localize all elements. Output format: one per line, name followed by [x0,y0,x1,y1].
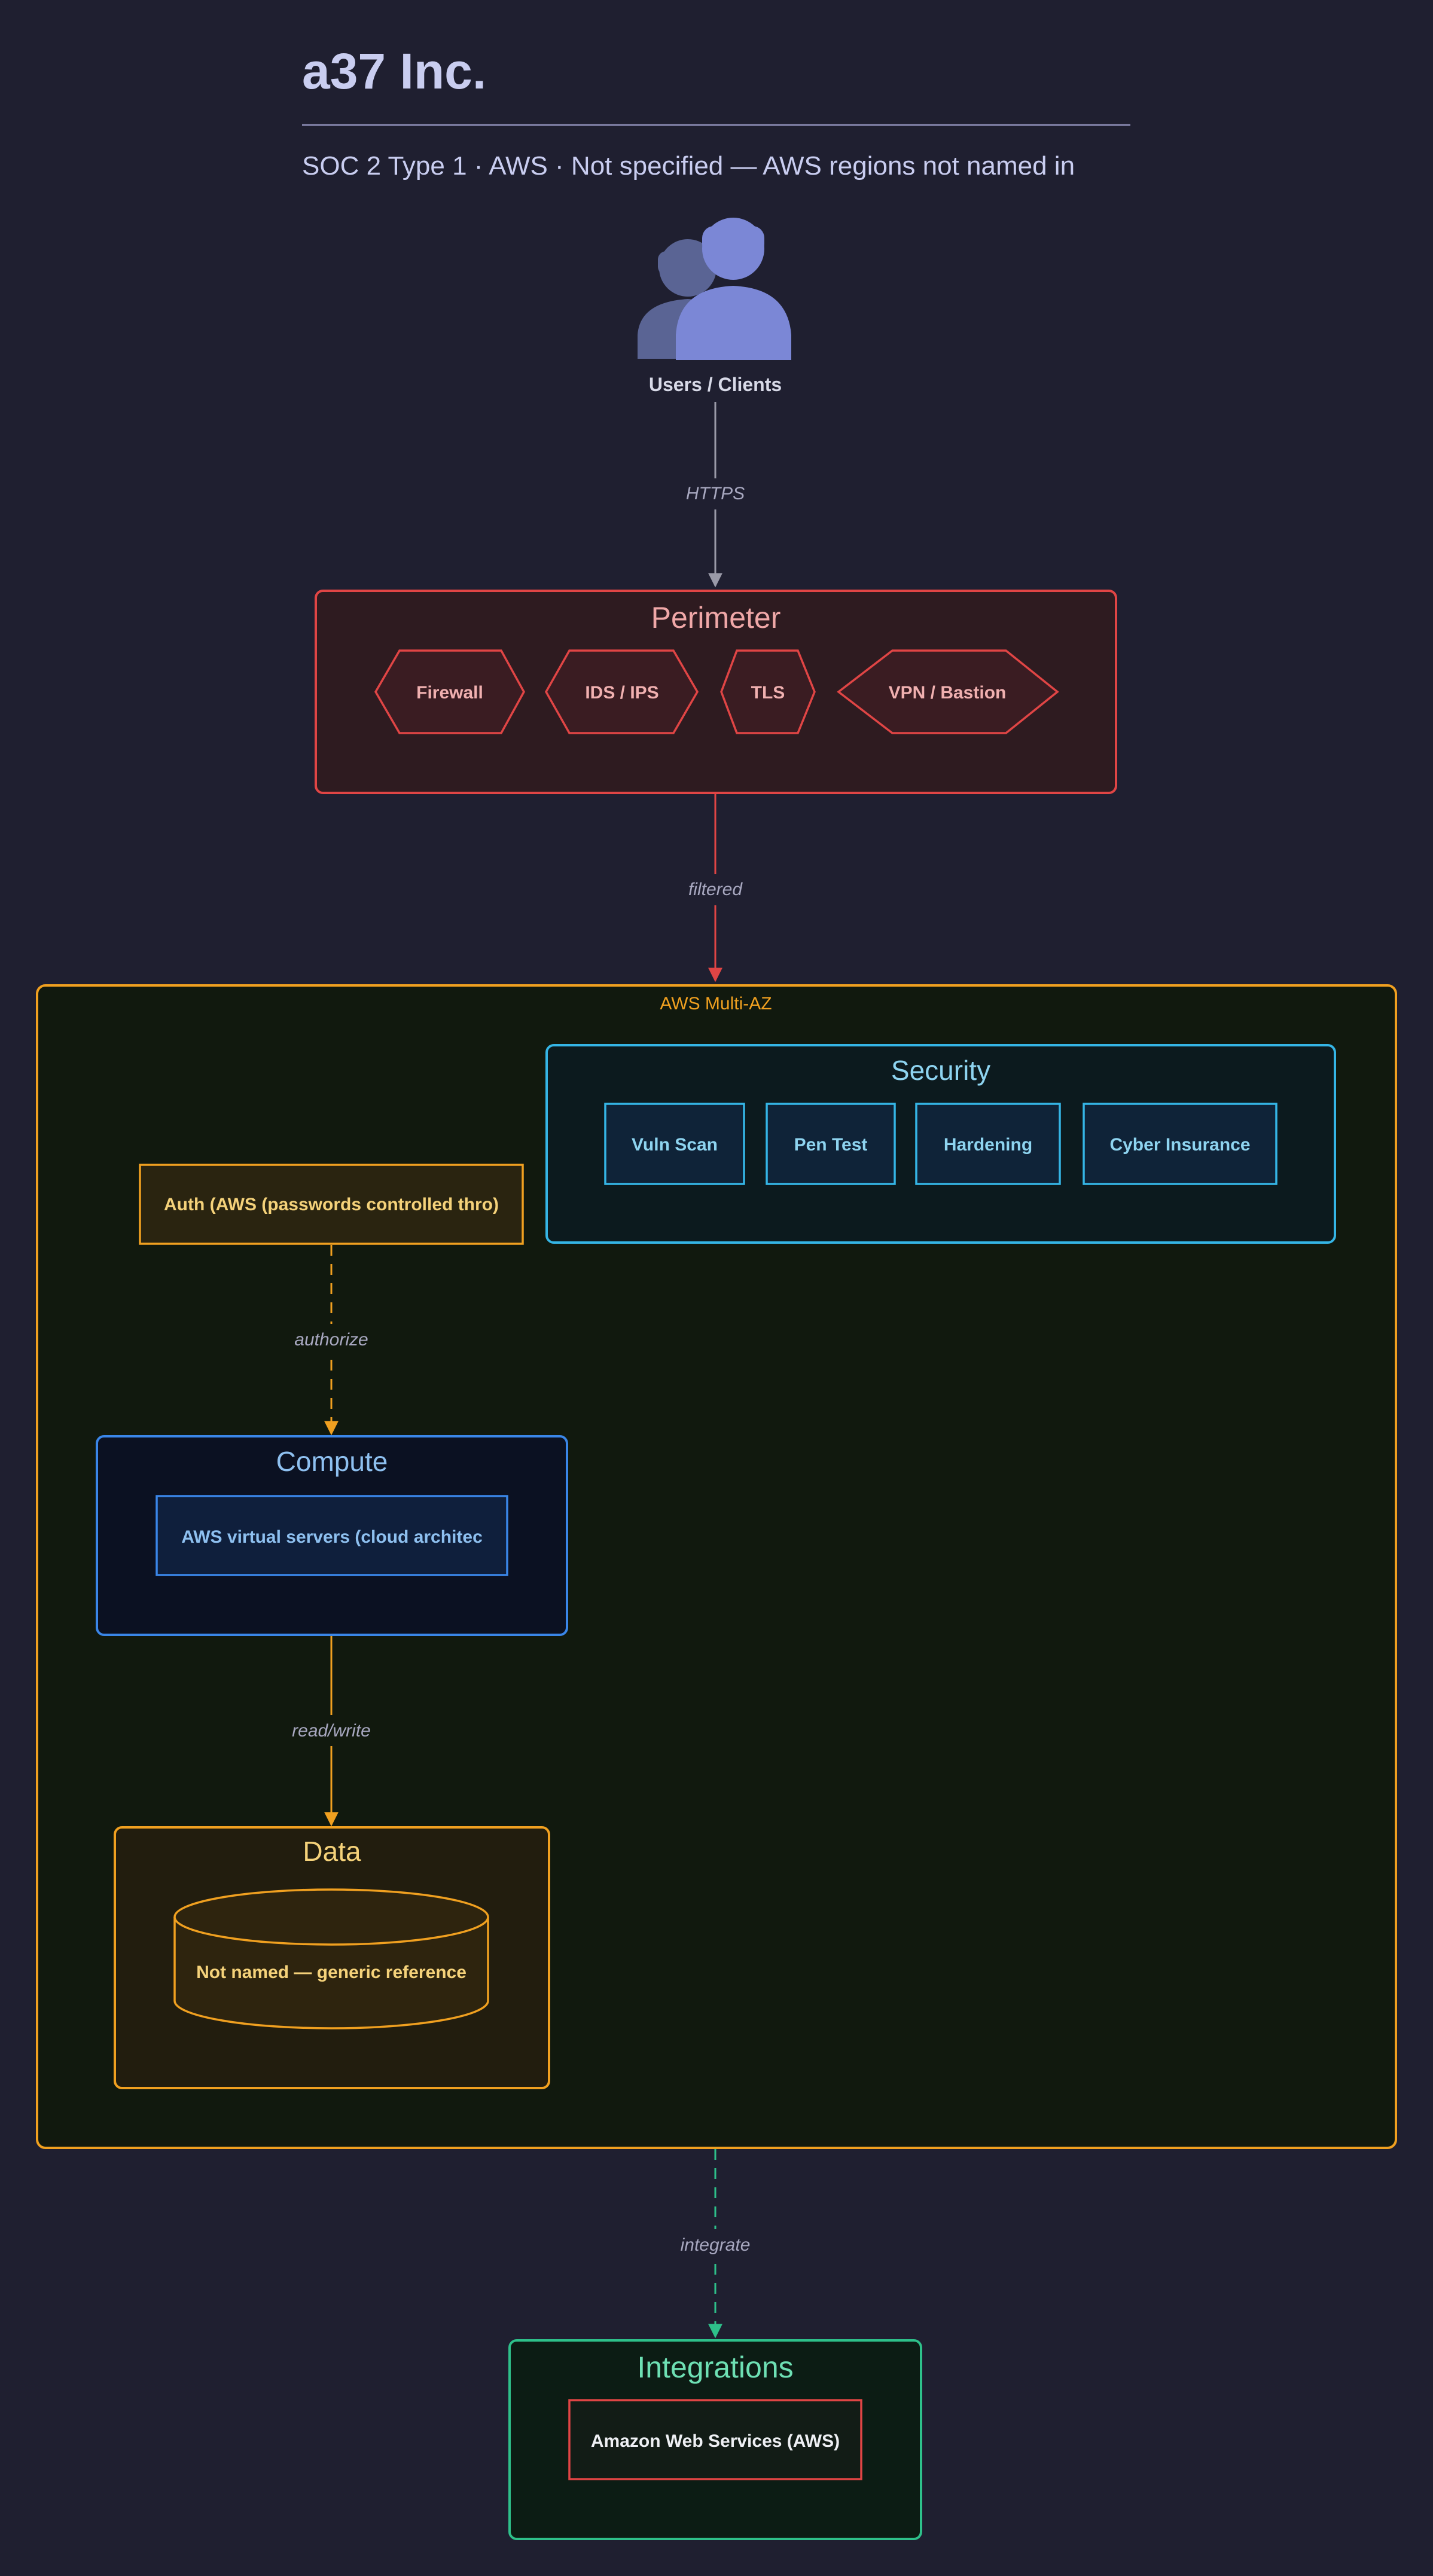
edge-label-bg [679,874,751,905]
auth-label: Auth (AWS (passwords controlled thro) [164,1195,499,1214]
ids-ips-node [544,649,699,734]
perimeter-title: Perimeter [651,601,781,634]
data-node-label: Not named — generic reference [196,1962,467,1982]
data-title: Data [303,1836,361,1867]
compute-node-label: AWS virtual servers (cloud architec [181,1527,483,1547]
cyber-insurance-label: Cyber Insurance [1109,1135,1250,1155]
vuln-scan-node [604,1103,745,1185]
perimeter-box [315,590,1117,794]
integration-node-aws [568,2399,862,2480]
database-icon [173,1888,489,2029]
compute-node [156,1495,508,1576]
vpn-bastion-label: VPN / Bastion [889,683,1007,703]
edge-label-https: HTTPS [686,484,745,503]
vuln-scan-label: Vuln Scan [632,1135,718,1155]
security-title: Security [891,1055,990,1086]
pen-test-label: Pen Test [794,1135,868,1155]
edge-label-authorize: authorize [294,1330,368,1350]
edge-label-bg [685,478,745,509]
ids-ips-label: IDS / IPS [585,683,658,703]
hardening-node [915,1103,1061,1185]
users-label: Users / Clients [649,374,782,395]
pen-test-node [766,1103,896,1185]
edge-label-filtered: filtered [688,880,743,899]
page-title: a37 Inc. [302,43,486,99]
edge-label-bg [283,1715,379,1746]
aws-multi-az-label: AWS Multi-AZ [660,994,772,1014]
edge-label-bg [673,2229,757,2260]
edge-label-read-write: read/write [292,1721,371,1741]
hardening-label: Hardening [944,1135,1032,1155]
tls-node [720,649,816,734]
vpn-bastion-node [837,649,1059,734]
integration-node-aws-label: Amazon Web Services (AWS) [591,2431,840,2451]
auth-node [139,1164,524,1245]
firewall-label: Firewall [416,683,483,703]
users-icon [638,218,791,360]
edge-label-integrate: integrate [681,2235,751,2255]
tls-label: TLS [751,683,785,703]
firewall-node [374,649,525,734]
compute-title: Compute [276,1446,388,1477]
integrations-title: Integrations [637,2351,793,2384]
page-subtitle: SOC 2 Type 1 · AWS · Not specified — AWS… [302,151,1075,181]
cyber-insurance-node [1083,1103,1277,1185]
edge-label-bg [289,1324,373,1355]
